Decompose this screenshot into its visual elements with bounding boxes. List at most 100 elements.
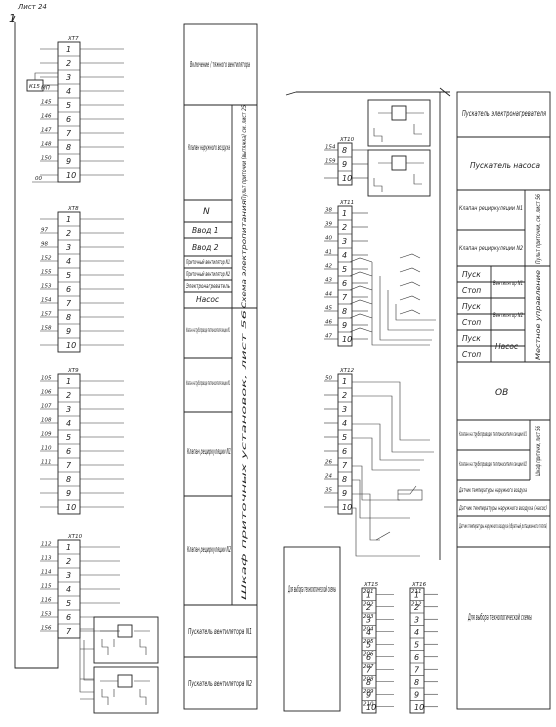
block2-top-line	[285, 87, 451, 97]
label-neutral: N	[203, 207, 210, 217]
xt7-terminal: 3	[66, 73, 71, 82]
xt10-terminal: 4	[66, 585, 71, 594]
xt8-terminal: 6	[66, 285, 71, 294]
xt8-terminal: 10	[66, 341, 76, 350]
xt7-wire-label: 147	[41, 128, 52, 134]
xt16-terminal: 10	[414, 703, 424, 712]
xt11-wire-label: 38	[325, 208, 332, 214]
xt10b-name: XT10	[339, 137, 355, 143]
label-stop-3: Стоп	[462, 350, 481, 359]
xt11-terminal: 3	[342, 237, 347, 246]
terminal-block-2: XT108154915910XT111382393404415426437448…	[324, 137, 438, 714]
xt8-wire-label: 154	[41, 298, 52, 304]
xt8-wire-label: 97	[41, 228, 48, 234]
xt9-terminal: 1	[66, 377, 71, 386]
xt11-wire-label: 47	[325, 334, 332, 340]
xt15-terminal: 8	[366, 678, 371, 687]
xt11-name: XT11	[339, 200, 354, 206]
sheet-corner-mark: 1	[9, 12, 16, 25]
xt15-terminal: 6	[366, 653, 371, 662]
xt12-wire-label: 26	[325, 460, 332, 466]
xt8-terminal: 9	[66, 327, 71, 336]
left-top-tick	[11, 15, 16, 23]
xt16-wire-label: 212	[411, 601, 422, 607]
relay-assembly-1	[367, 99, 431, 147]
xt16-terminal: 2	[414, 603, 419, 612]
xt8-terminal: 1	[66, 215, 71, 224]
label-outdoor-air-damper: Клапан наружного воздуха	[188, 143, 230, 152]
xt16-terminal: 3	[414, 615, 419, 624]
label-recirc-valve-1: Клапан рециркуляции N1	[187, 447, 231, 456]
xt7-terminal: 10	[66, 171, 76, 180]
xt11-terminal: 2	[342, 223, 347, 232]
xt8-wire-label: 155	[41, 270, 52, 276]
label-stop-2: Стоп	[462, 318, 481, 327]
xt7-terminal: 1	[66, 45, 71, 54]
xt16-terminal: 7	[414, 665, 420, 674]
xt7-terminal: 9	[66, 157, 71, 166]
xt11-terminal: 7	[342, 293, 348, 302]
xt16-terminal: 8	[414, 678, 419, 687]
xt15-wire-label: 210	[363, 701, 374, 707]
xt7-terminal: 4	[66, 87, 71, 96]
control-switch-contacts	[349, 253, 436, 346]
xt15-terminal: 10	[366, 703, 376, 712]
relay-assembly-2	[367, 149, 431, 197]
label-supply-fan-2: Приточный вентилятор N2	[186, 271, 230, 278]
label-column-4	[456, 91, 551, 710]
xt12-terminal: 5	[342, 433, 347, 442]
xt16-wire-label: 211	[411, 589, 422, 595]
xt11-wire-label: 40	[325, 236, 332, 242]
xt15-terminal: 9	[366, 690, 371, 699]
label-fan-1: Вентилятор N1	[493, 280, 523, 287]
xt11-terminal: 6	[342, 279, 347, 288]
xt8-wire-label: 152	[41, 256, 52, 262]
label-stop-1: Стоп	[462, 286, 481, 295]
xt9-terminal: 5	[66, 433, 71, 442]
k15-label: К15	[29, 84, 40, 90]
xt15-wire-label: 203	[363, 614, 374, 620]
side-label-supply-cabinet-c4: Шкаф приточки, лист 56	[535, 426, 542, 476]
xt12-name: XT12	[339, 368, 355, 374]
xt11-terminal: 10	[342, 335, 352, 344]
xt7-wire-label: МП	[41, 86, 50, 92]
xt8-terminal: 8	[66, 313, 71, 322]
xt11-terminal: 8	[342, 307, 347, 316]
xt10-terminal: 1	[66, 543, 71, 552]
xt8-terminal: 7	[66, 299, 72, 308]
label-pump: Насос	[196, 295, 220, 304]
label-coolant-valve-1: Клапан на трубопроводе теплоносителя сек…	[186, 327, 230, 334]
side-label-exhaust-panel: Пульт приточки (вытяжка) см. лист 25	[241, 105, 248, 200]
xt12-terminal: 2	[342, 391, 347, 400]
terminal-block-1: XT71234МП5145614671478148915010XT8129739…	[40, 36, 124, 639]
xt8-wire-label: 98	[41, 242, 48, 248]
xt12-terminal: 6	[342, 447, 347, 456]
label-pump-c4: Насос	[495, 342, 519, 351]
xt10-wire-label: 153	[41, 612, 52, 618]
xt10b-terminal: 10	[342, 174, 352, 183]
xt16-terminal: 4	[414, 628, 419, 637]
left-boundary-line	[14, 22, 59, 669]
label-start-2: Пуск	[462, 302, 481, 311]
label-recirc-valve-2: Клапан рециркуляции N2	[187, 545, 231, 554]
xt9-terminal: 3	[66, 405, 71, 414]
label-input-2: Ввод 2	[192, 243, 219, 252]
label-recirc-2-c4: Клапан рециркуляции N2	[459, 245, 523, 252]
xt15-terminal: 2	[366, 603, 371, 612]
label-outdoor-sensor-return: Датчик температуры наружного воздуха (об…	[459, 523, 547, 530]
xt8-terminal: 4	[66, 257, 71, 266]
xt9-wire-label: 109	[41, 432, 52, 438]
xt10-wire-label: 156	[41, 626, 52, 632]
xt15-name: XT15	[363, 582, 379, 588]
xt9-wire-label: 110	[41, 446, 52, 452]
col2-labels: Включение / тяжного вентилятора Клапан н…	[185, 60, 252, 688]
xt8-wire-label: 153	[41, 284, 52, 290]
xt16-name: XT16	[411, 582, 427, 588]
xt9-wire-label: 105	[41, 376, 52, 382]
xt10-wire-label: 116	[41, 598, 52, 604]
label-exhaust-fan-on: Включение / тяжного вентилятора	[190, 60, 250, 69]
xt7-wire-label: 150	[41, 156, 52, 162]
